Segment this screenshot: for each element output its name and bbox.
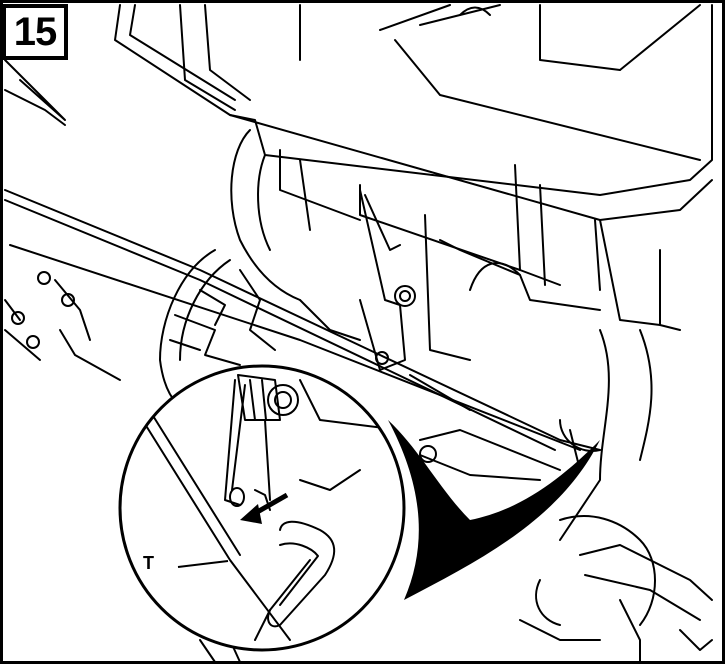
callout-label-t: T xyxy=(143,553,154,573)
detail-arrowhead xyxy=(240,504,262,524)
step-number-box: 15 xyxy=(2,4,68,60)
spreader-body xyxy=(4,4,713,663)
callout-wedge xyxy=(388,420,600,600)
step-number: 15 xyxy=(13,9,57,54)
detail-content xyxy=(129,374,401,641)
callout-leader-line xyxy=(177,560,229,568)
